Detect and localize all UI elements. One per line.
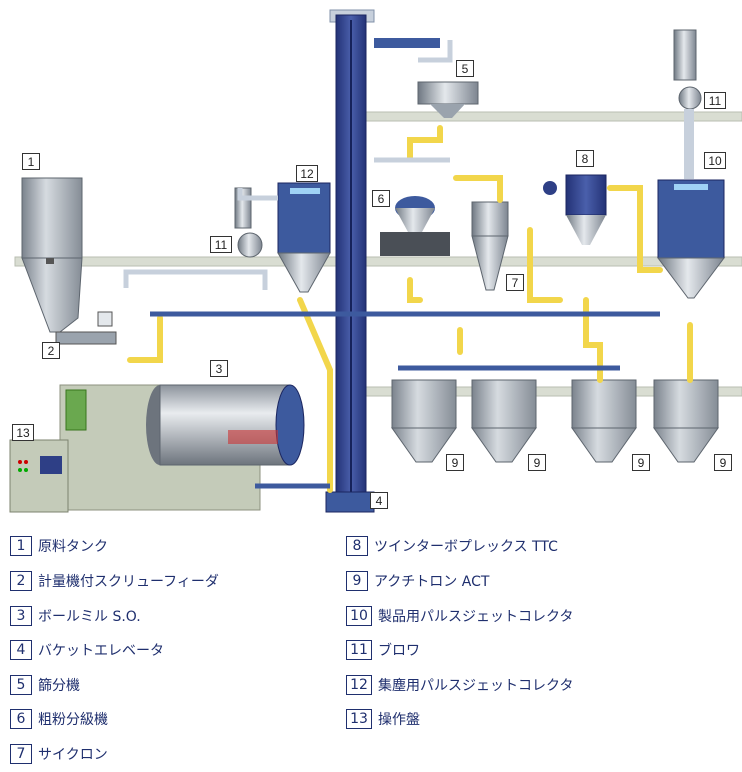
legend-num: 6 (10, 709, 32, 729)
ball-mill (59, 384, 305, 511)
blue-pneumatic-pipes (150, 311, 660, 489)
actitron-3 (571, 379, 637, 463)
legend-label: 集塵用パルスジェットコレクタ (378, 678, 574, 694)
legend-label: アクチトロン ACT (374, 574, 490, 590)
actitron-containers (391, 379, 719, 463)
tag-7: 7 (506, 274, 524, 291)
legend-item-2: 2 計量機付スクリューフィーダ (10, 571, 219, 591)
tag-10: 10 (704, 152, 726, 169)
tag-4: 4 (370, 492, 388, 509)
legend-num: 2 (10, 571, 32, 591)
legend-num: 1 (10, 536, 32, 556)
legend-num: 7 (10, 744, 32, 764)
blower-right (673, 29, 702, 179)
legend-item-7: 7 サイクロン (10, 744, 108, 764)
control-panel (9, 439, 69, 513)
tag-6: 6 (372, 190, 390, 207)
legend-item-6: 6 粗粉分級機 (10, 709, 108, 729)
tag-2: 2 (42, 342, 60, 359)
legend-label: バケットエレベータ (38, 643, 164, 659)
legend-label: 操作盤 (378, 712, 420, 728)
legend-label: 計量機付スクリューフィーダ (38, 574, 219, 590)
tag-11b: 11 (704, 92, 726, 109)
dust-pulse-jet-collector (277, 182, 331, 293)
actitron-2 (471, 379, 537, 463)
legend-num: 8 (346, 536, 368, 556)
plant-illustration (9, 9, 742, 513)
tag-9a: 9 (446, 454, 464, 471)
actitron-4 (653, 379, 719, 463)
yellow-transport-pipes (127, 125, 693, 493)
legend-num: 10 (346, 606, 372, 626)
legend-label: ブロワ (378, 643, 420, 659)
legend-num: 3 (10, 606, 32, 626)
sieve (417, 81, 479, 118)
legend-item-8: 8 ツインターボプレックス TTC (346, 536, 558, 556)
tag-5: 5 (456, 60, 474, 77)
tag-8: 8 (576, 150, 594, 167)
legend-item-9: 9 アクチトロン ACT (346, 571, 489, 591)
legend-num: 9 (346, 571, 368, 591)
tag-3: 3 (210, 360, 228, 377)
legend-label: 原料タンク (38, 539, 108, 555)
legend-label: ツインターボプレックス TTC (374, 539, 558, 555)
tag-12: 12 (296, 165, 318, 182)
legend-item-10: 10 製品用パルスジェットコレクタ (346, 606, 573, 626)
legend-num: 11 (346, 640, 372, 660)
legend-num: 5 (10, 675, 32, 695)
bucket-elevator (325, 9, 440, 513)
legend-label: 製品用パルスジェットコレクタ (378, 609, 574, 625)
twin-turboplex (543, 174, 607, 245)
legend-item-1: 1 原料タンク (10, 536, 108, 556)
cyclone (471, 201, 509, 291)
tag-13: 13 (12, 424, 34, 441)
legend-label: 篩分機 (38, 678, 80, 694)
legend-label: ボールミル S.O. (38, 609, 141, 625)
tag-11a: 11 (210, 236, 232, 253)
tag-9b: 9 (528, 454, 546, 471)
legend-num: 13 (346, 709, 372, 729)
legend-item-11: 11 ブロワ (346, 640, 420, 660)
legend-num: 4 (10, 640, 32, 660)
raw-material-tank (21, 177, 83, 333)
legend-label: サイクロン (38, 747, 108, 763)
legend-item-12: 12 集塵用パルスジェットコレクタ (346, 675, 573, 695)
legend-item-13: 13 操作盤 (346, 709, 420, 729)
tag-9c: 9 (632, 454, 650, 471)
tag-1: 1 (22, 153, 40, 170)
legend-item-5: 5 篩分機 (10, 675, 80, 695)
legend-item-4: 4 バケットエレベータ (10, 640, 164, 660)
legend-label: 粗粉分級機 (38, 712, 108, 728)
legend-item-3: 3 ボールミル S.O. (10, 606, 141, 626)
screw-feeder (55, 311, 117, 345)
coarse-classifier (380, 196, 450, 256)
tag-9d: 9 (714, 454, 732, 471)
product-pulse-jet-collector (657, 179, 725, 299)
legend-num: 12 (346, 675, 372, 695)
grey-air-pipes (123, 40, 453, 290)
platform-floors (14, 111, 742, 397)
actitron-1 (391, 379, 457, 463)
